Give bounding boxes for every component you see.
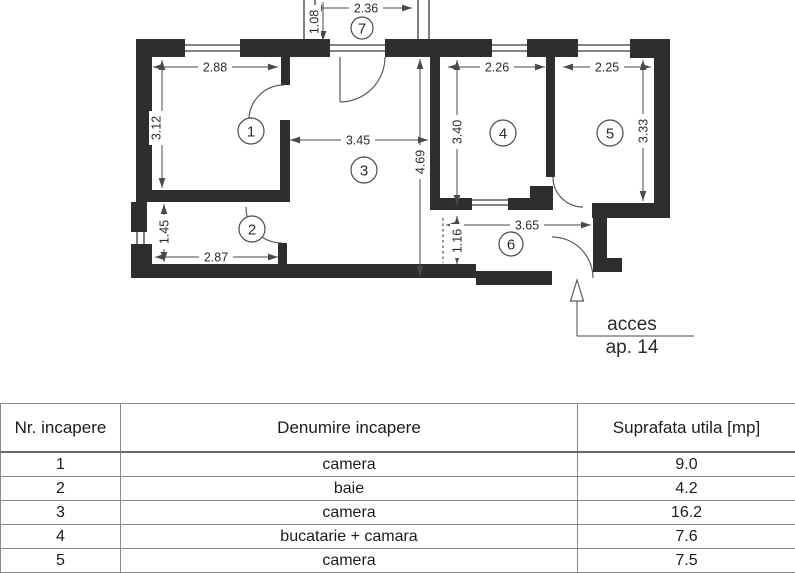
- wall-right: [654, 58, 670, 218]
- window-room1: [185, 45, 240, 51]
- cell-nr: 5: [1, 549, 121, 573]
- wall-top-c: [527, 39, 578, 57]
- cell-nr: 1: [1, 452, 121, 477]
- access-annotation: acces ap. 14: [571, 280, 695, 358]
- dim-hall-width: 3.65: [515, 219, 539, 233]
- cell-area: 9.0: [578, 452, 795, 477]
- header-suprafata-utila: Suprafata utila [mp]: [578, 404, 795, 453]
- dim-room2-width: 2.87: [204, 251, 228, 265]
- cell-area: 16.2: [578, 501, 795, 525]
- areas-table-header-row: Nr. incapere Denumire incapere Suprafata…: [1, 404, 795, 453]
- room-label-3: 3: [351, 157, 377, 183]
- svg-text:6: 6: [507, 237, 515, 254]
- dim-balcony-depth: 1.08: [308, 10, 322, 34]
- dim-room3-height: 4.69: [414, 150, 428, 174]
- wall-room5-bottom: [592, 203, 670, 218]
- header-nr-incapere: Nr. incapere: [1, 404, 121, 453]
- dim-hall-height: 1.16: [451, 229, 465, 253]
- room-label-5: 5: [597, 120, 623, 146]
- room-label-6: 6: [499, 232, 523, 256]
- door-arc-balcony: [340, 57, 385, 102]
- svg-text:1: 1: [247, 124, 255, 141]
- table-row: 3 camera 16.2: [1, 501, 795, 525]
- cell-area: 4.2: [578, 477, 795, 501]
- access-arrow-icon: [571, 280, 584, 301]
- access-label-line1: acces: [607, 314, 657, 335]
- wall-entry-foot: [593, 258, 622, 272]
- table-row: 2 baie 4.2: [1, 477, 795, 501]
- header-denumire-incapere: Denumire incapere: [121, 404, 578, 453]
- svg-text:3: 3: [360, 163, 368, 180]
- dim-room3-width: 3.45: [346, 134, 370, 148]
- window-left-small: [137, 232, 144, 244]
- door-arc-room1: [249, 85, 284, 120]
- table-row: 5 camera 7.5: [1, 549, 795, 573]
- wall-room4-bottom-right: [508, 198, 553, 210]
- room-label-4: 4: [490, 120, 516, 146]
- svg-text:2: 2: [248, 222, 256, 239]
- window-room5: [578, 45, 630, 51]
- walls: [131, 39, 670, 285]
- svg-text:7: 7: [358, 21, 366, 38]
- dim-room4-width: 2.26: [485, 61, 509, 75]
- wall-bottom-right: [476, 271, 552, 285]
- wall-top-right-corner: [630, 39, 670, 58]
- areas-table: Nr. incapere Denumire incapere Suprafata…: [0, 403, 795, 573]
- dim-room5-height: 3.33: [637, 119, 651, 143]
- cell-name: baie: [121, 477, 578, 501]
- balcony-wall-right: [418, 0, 429, 39]
- cell-name: bucatarie + camara: [121, 525, 578, 549]
- wall-room-4-5: [546, 57, 555, 177]
- door-arc-entry: [552, 237, 593, 278]
- dim-room1-width: 2.88: [203, 61, 227, 75]
- table-row: 4 bucatarie + camara 7.6: [1, 525, 795, 549]
- balcony-door-sill: [330, 45, 385, 51]
- svg-text:5: 5: [606, 126, 614, 143]
- wall-rooms-1-2: [152, 190, 290, 202]
- wall-room-1-3: [280, 120, 290, 190]
- room-label-2: 2: [239, 216, 265, 242]
- svg-text:4: 4: [499, 126, 507, 143]
- cell-area: 7.5: [578, 549, 795, 573]
- dim-room4-height: 3.40: [451, 120, 465, 144]
- wall-room4-step: [530, 186, 553, 198]
- wall-room-3-4: [430, 57, 440, 198]
- dim-balcony-width: 2.36: [354, 2, 378, 16]
- dim-room5-width: 2.25: [595, 61, 619, 75]
- door-arc-room5: [553, 177, 583, 207]
- room4-door-sill: [472, 200, 508, 205]
- wall-room-2-3: [278, 243, 287, 264]
- cell-name: camera: [121, 549, 578, 573]
- dim-room1-height: 3.12: [150, 116, 164, 140]
- window-room4: [492, 45, 527, 51]
- floor-plan: 2.36 1.08 2.88 3.12 3.45 4.69 2.26 3.40 …: [0, 0, 795, 400]
- wall-room-1-3-stub: [281, 57, 290, 85]
- wall-left-mid: [131, 202, 147, 232]
- room-label-1: 1: [238, 118, 264, 144]
- table-row: 1 camera 9.0: [1, 452, 795, 477]
- cell-nr: 2: [1, 477, 121, 501]
- cell-name: camera: [121, 452, 578, 477]
- cell-nr: 3: [1, 501, 121, 525]
- wall-bottom-left: [136, 264, 476, 278]
- cell-area: 7.6: [578, 525, 795, 549]
- cell-nr: 4: [1, 525, 121, 549]
- wall-top-b: [385, 39, 492, 57]
- dim-room2-height: 1.45: [158, 220, 172, 244]
- room-label-7: 7: [351, 17, 373, 39]
- access-label-line2: ap. 14: [606, 337, 659, 358]
- wall-room4-bottom-left: [430, 198, 472, 210]
- wall-top-a: [240, 39, 330, 57]
- cell-name: camera: [121, 501, 578, 525]
